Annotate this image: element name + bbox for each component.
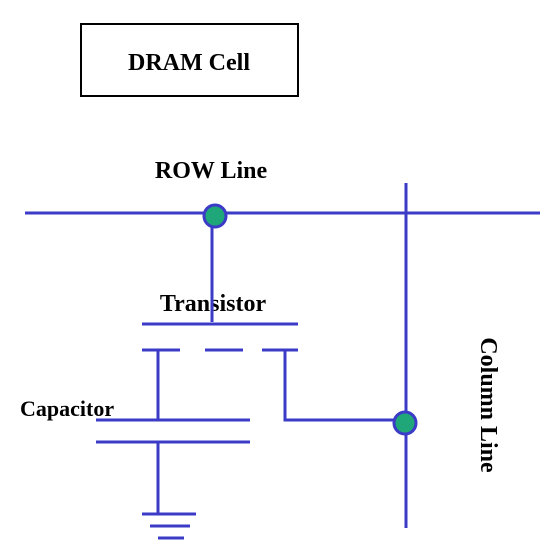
title-frame <box>80 23 299 97</box>
drain-lead <box>283 350 402 422</box>
column-line-label: Column Line <box>475 337 501 473</box>
ground-symbol <box>142 512 196 540</box>
capacitor-label: Capacitor <box>20 396 114 421</box>
column-junction-dot <box>392 410 418 436</box>
row-junction-dot <box>202 203 228 229</box>
title-box: DRAM Cell <box>80 23 299 97</box>
row-line-label: ROW Line <box>155 158 268 184</box>
diagram-title: DRAM Cell <box>128 50 250 76</box>
